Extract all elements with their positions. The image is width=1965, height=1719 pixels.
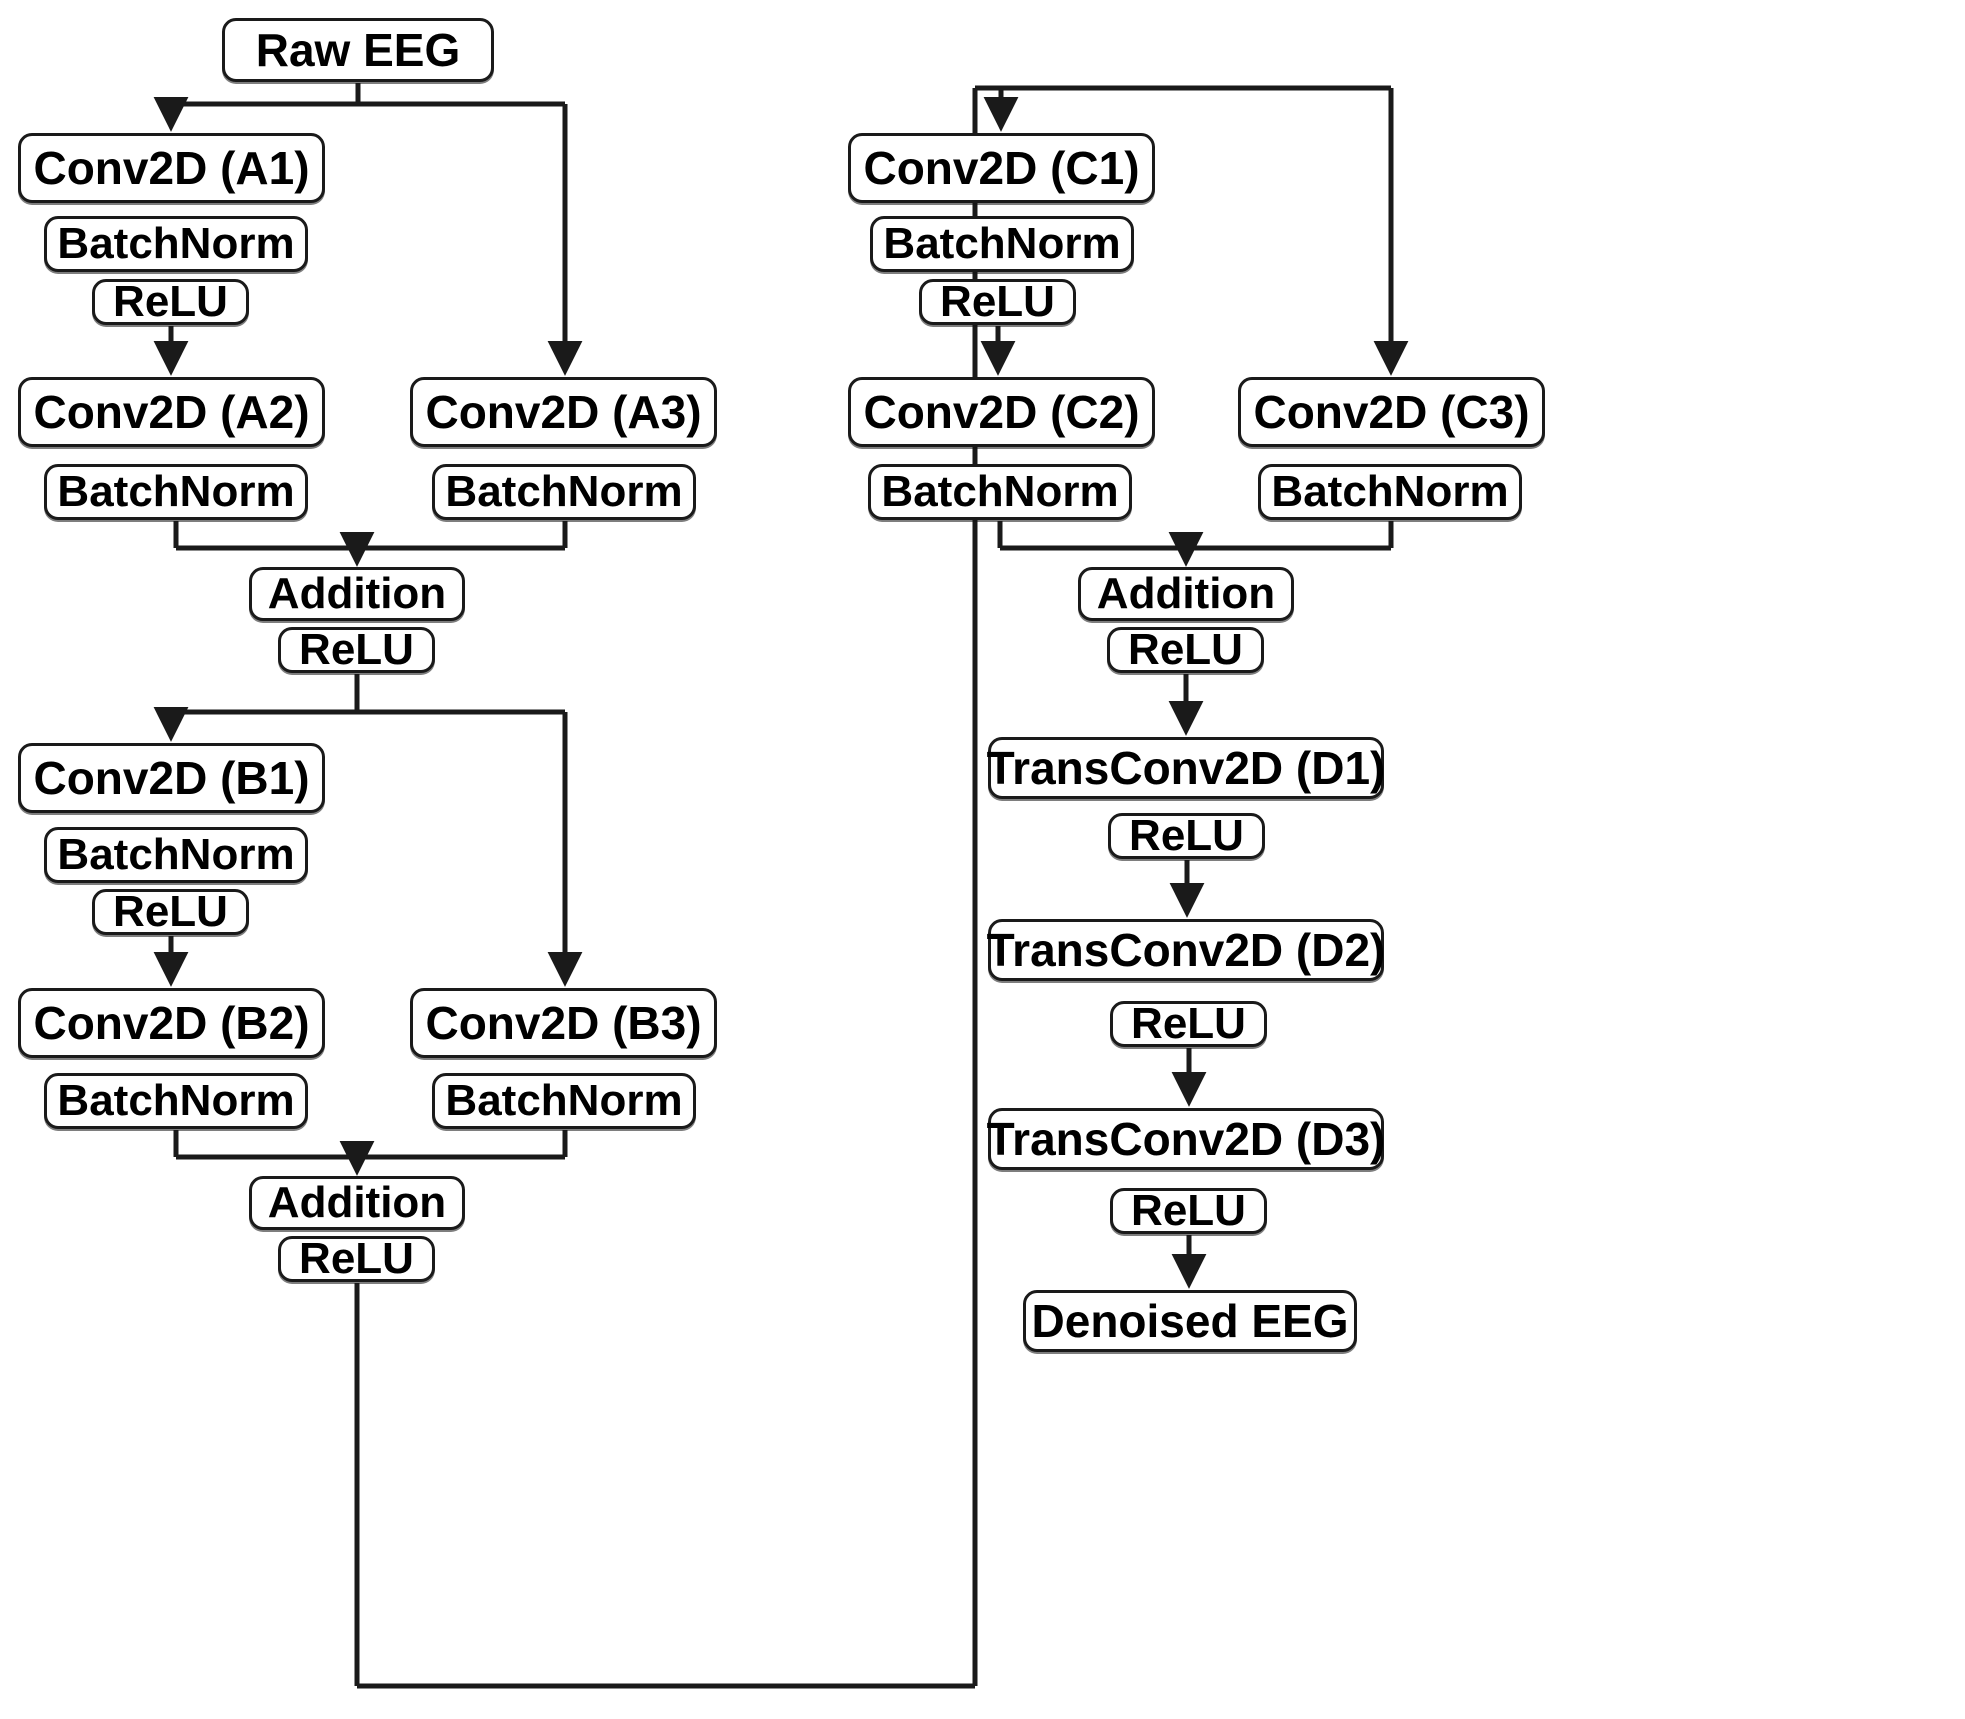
node-transconv2d-d3[interactable]: TransConv2D (D3): [987, 1108, 1385, 1170]
node-batchnorm-a2[interactable]: BatchNorm: [44, 464, 308, 520]
node-conv2d-c2[interactable]: Conv2D (C2): [848, 377, 1155, 447]
node-batchnorm-b3[interactable]: BatchNorm: [432, 1073, 696, 1129]
node-relu-d2[interactable]: ReLU: [1110, 1001, 1267, 1047]
node-relu-a1[interactable]: ReLU: [92, 279, 249, 325]
node-relu-d1[interactable]: ReLU: [1108, 813, 1265, 859]
node-relu-b[interactable]: ReLU: [278, 1236, 435, 1282]
node-relu-d3[interactable]: ReLU: [1110, 1188, 1267, 1234]
node-batchnorm-b2[interactable]: BatchNorm: [44, 1073, 308, 1129]
node-relu-c1[interactable]: ReLU: [919, 279, 1076, 325]
node-conv2d-a2[interactable]: Conv2D (A2): [18, 377, 325, 447]
node-transconv2d-d2[interactable]: TransConv2D (D2): [987, 919, 1385, 981]
node-batchnorm-a3[interactable]: BatchNorm: [432, 464, 696, 520]
node-conv2d-b2[interactable]: Conv2D (B2): [18, 988, 325, 1058]
node-batchnorm-c1[interactable]: BatchNorm: [870, 216, 1134, 272]
node-batchnorm-c2[interactable]: BatchNorm: [868, 464, 1132, 520]
node-relu-a[interactable]: ReLU: [278, 627, 435, 673]
node-conv2d-c1[interactable]: Conv2D (C1): [848, 133, 1155, 203]
node-transconv2d-d1[interactable]: TransConv2D (D1): [987, 737, 1385, 799]
node-denoised-eeg[interactable]: Denoised EEG: [1023, 1290, 1357, 1352]
node-relu-b1[interactable]: ReLU: [92, 889, 249, 935]
node-conv2d-a1[interactable]: Conv2D (A1): [18, 133, 325, 203]
node-addition-a[interactable]: Addition: [249, 567, 465, 621]
node-raw-eeg[interactable]: Raw EEG: [222, 18, 494, 82]
node-batchnorm-a1[interactable]: BatchNorm: [44, 216, 308, 272]
node-addition-b[interactable]: Addition: [249, 1176, 465, 1230]
node-relu-c[interactable]: ReLU: [1107, 627, 1264, 673]
node-batchnorm-b1[interactable]: BatchNorm: [44, 827, 308, 883]
node-conv2d-c3[interactable]: Conv2D (C3): [1238, 377, 1545, 447]
node-conv2d-a3[interactable]: Conv2D (A3): [410, 377, 717, 447]
node-conv2d-b3[interactable]: Conv2D (B3): [410, 988, 717, 1058]
node-batchnorm-c3[interactable]: BatchNorm: [1258, 464, 1522, 520]
node-conv2d-b1[interactable]: Conv2D (B1): [18, 743, 325, 813]
node-addition-c[interactable]: Addition: [1078, 567, 1294, 621]
